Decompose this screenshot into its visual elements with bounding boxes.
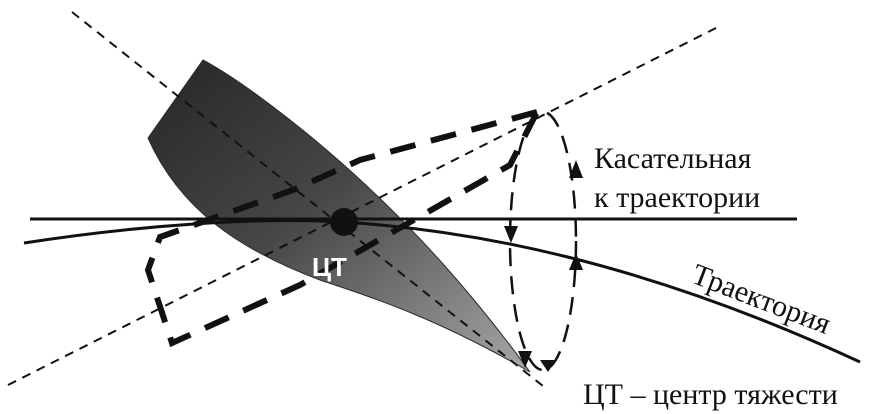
precession-axis-dashed bbox=[7, 27, 717, 386]
trajectory-curve bbox=[23, 219, 861, 364]
legend-cg-definition: ЦТ – центр тяжести bbox=[583, 378, 838, 411]
precession-arrow-right-up-lower bbox=[569, 253, 583, 270]
precession-arrow-bottom bbox=[540, 360, 556, 372]
precession-outline-dashed bbox=[144, 109, 540, 348]
precession-arrow-left-down-lower bbox=[518, 351, 532, 368]
precession-arrow-right-up bbox=[569, 160, 583, 178]
tangent-label-line1: Касательная bbox=[594, 142, 752, 175]
precession-arrow-left-down bbox=[504, 226, 518, 243]
center-of-gravity-dot bbox=[330, 208, 358, 236]
cg-marker-label: ЦТ bbox=[312, 252, 347, 282]
precession-ellipse bbox=[508, 110, 578, 372]
bullet-axis-dashed bbox=[71, 11, 549, 391]
tangent-label-line2: к траектории bbox=[594, 181, 760, 214]
